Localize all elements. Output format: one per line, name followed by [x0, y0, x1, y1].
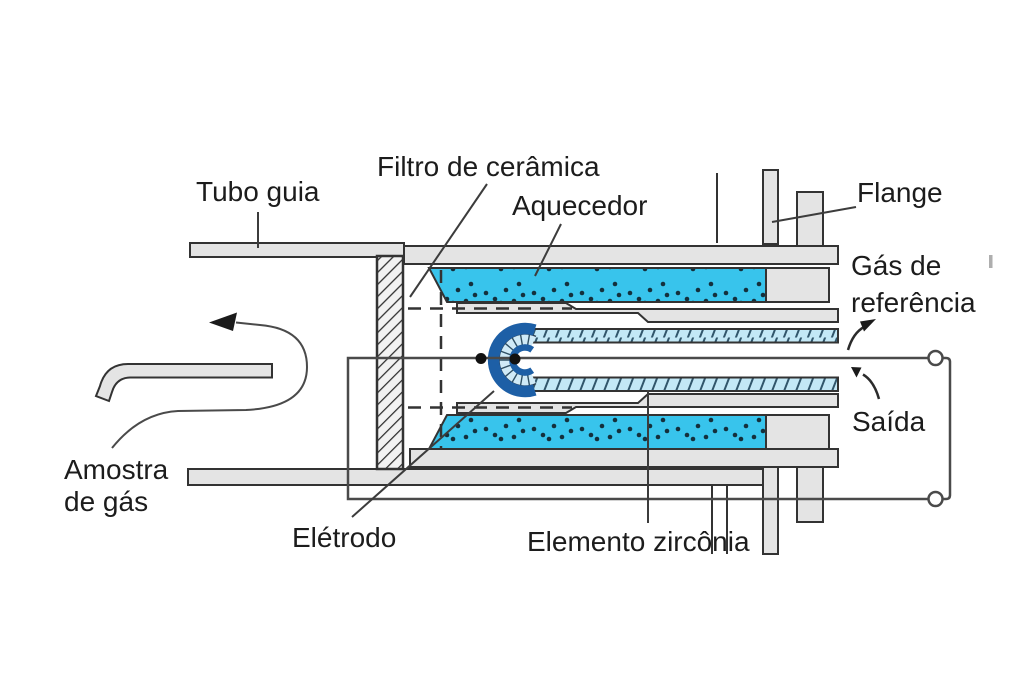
- inner-electrode-contact-dot: [509, 353, 521, 365]
- outer-electrode-contact-dot: [475, 353, 487, 364]
- terminal-bottom: [927, 490, 944, 508]
- gas-referencia-arrow-curve: [846, 325, 865, 351]
- measurement-circuit: [346, 349, 952, 508]
- saida-arrowhead-icon: [851, 367, 862, 378]
- pointer-lines: [257, 183, 857, 523]
- gas-flow-arrows: [846, 319, 881, 400]
- artifact-mark: [989, 255, 993, 268]
- pointer-eletrodo: [351, 390, 495, 518]
- pointer-filtro-ceramica: [409, 183, 488, 298]
- wire-right-loop: [943, 356, 952, 501]
- labels: Tubo guia Filtro de cerâmica Aquecedor F…: [64, 151, 976, 557]
- gas-referencia-arrowhead-icon: [860, 319, 876, 332]
- body-bottom-plate: [409, 448, 839, 468]
- wire-main-loop: [346, 356, 928, 501]
- flow-arrowhead-icon: [209, 312, 237, 331]
- sample-inlet-tube: [94, 363, 273, 403]
- sample-gas-flow: [111, 312, 309, 449]
- flange-thin-bar-top: [762, 169, 779, 245]
- flow-curve: [111, 321, 309, 449]
- zirconia-top-hatch: [524, 328, 839, 344]
- ceramic-filter-hatch: [375, 254, 405, 471]
- label-aquecedor: Aquecedor: [512, 190, 647, 221]
- zirconia-bend-ticks: [499, 334, 531, 386]
- guide-tube-top-wall: [189, 242, 405, 258]
- terminal-top: [927, 349, 944, 367]
- heater-end-block-top: [765, 267, 830, 303]
- label-filtro-ceramica: Filtro de cerâmica: [377, 151, 600, 182]
- outer-electrode-arc: [487, 322, 537, 398]
- heater-top: [427, 267, 767, 303]
- flange-wide-bar-bottom: [796, 466, 824, 523]
- label-flange: Flange: [857, 177, 943, 208]
- label-gas-referencia-line2: referência: [851, 287, 976, 318]
- label-amostra-line2: de gás: [64, 486, 148, 517]
- flange-wide-bar-top: [796, 191, 824, 247]
- label-eletrodo: Elétrodo: [292, 522, 396, 553]
- pointer-aquecedor: [534, 223, 562, 277]
- label-gas-referencia-line1: Gás de: [851, 250, 941, 281]
- body-top-plate: [403, 245, 839, 265]
- metal-parts: [94, 169, 839, 555]
- flange-thin-bar-bottom: [762, 466, 779, 555]
- label-tubo-guia: Tubo guia: [196, 176, 320, 207]
- guide-tube-bottom-wall: [187, 468, 764, 486]
- zirconia-element-bottom-strip: [524, 376, 839, 392]
- zirconia-element-top-strip: [524, 328, 839, 344]
- heater-top-dots: [427, 267, 767, 303]
- zirconia-bottom-hatch: [524, 376, 839, 392]
- label-amostra-line1: Amostra: [64, 454, 169, 485]
- label-saida: Saída: [852, 406, 926, 437]
- pointer-flange: [771, 206, 857, 223]
- label-elemento-zirconia: Elemento zircônia: [527, 526, 750, 557]
- heater-bottom-dots: [427, 414, 767, 450]
- heater-bottom: [427, 414, 767, 450]
- saida-arrow-curve: [862, 373, 881, 400]
- ceramic-filter: [375, 254, 405, 471]
- heater-end-block-bottom: [765, 414, 830, 450]
